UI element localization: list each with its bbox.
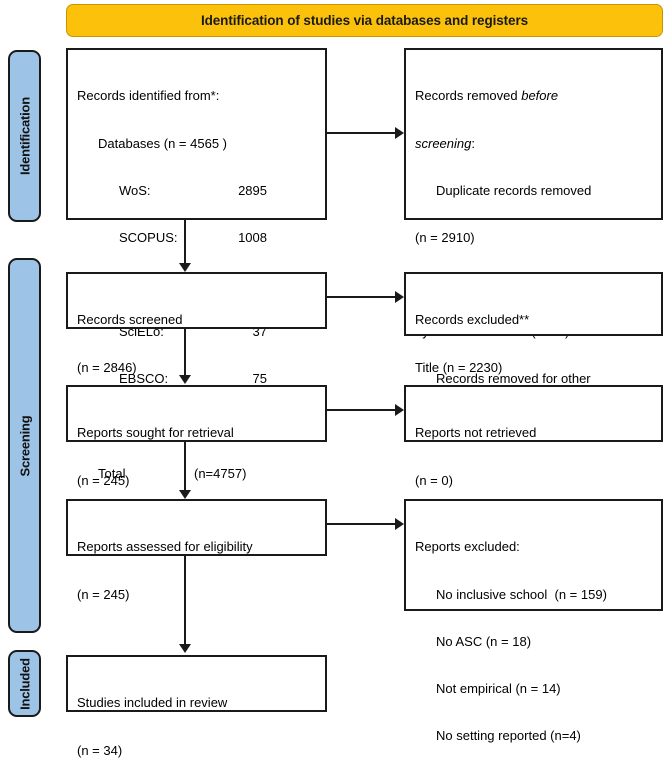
- removed-heading-emphasis-before: before: [521, 88, 559, 104]
- arrow-identified-to-removed-head: [395, 127, 404, 139]
- box-reports-sought-for-retrieval: Reports sought for retrieval (n = 245): [66, 385, 327, 488]
- arrow-screened-to-sought-line: [184, 329, 186, 377]
- records-identified-total-label: Total: [98, 465, 126, 481]
- records-screened-line1: Records screened: [77, 312, 183, 328]
- reason-not-empirical: Not empirical (n = 14): [436, 680, 561, 696]
- studies-included-line2: (n = 34): [77, 742, 123, 758]
- source-name-wos: WoS:: [119, 182, 151, 198]
- reports-sought-line1: Reports sought for retrieval: [77, 425, 234, 441]
- source-name-ebsco: EBSCO:: [119, 371, 169, 387]
- records-screened-line2: (n = 2846): [77, 359, 137, 375]
- records-identified-total-row: Total (n=4757): [77, 466, 316, 482]
- removed-heading: Records removed before: [415, 88, 652, 104]
- arrow-screened-to-excluded-line: [327, 296, 395, 298]
- arrow-assessed-to-included-line: [184, 556, 186, 646]
- source-count-scopus: 1008: [238, 229, 267, 245]
- box-reports-not-retrieved: Reports not retrieved (n = 0): [404, 385, 663, 488]
- box-studies-included-in-review: Studies included in review (n = 34): [66, 655, 327, 758]
- source-row-scopus: SCOPUS: 1008: [77, 230, 316, 246]
- arrow-sought-to-not-retrieved-head: [395, 404, 404, 416]
- reports-excluded-heading: Reports excluded:: [415, 539, 520, 555]
- arrow-identified-to-removed-line: [327, 132, 395, 134]
- arrow-screened-to-sought-head: [179, 375, 191, 384]
- reason-no-setting-reported: No setting reported (n=4): [436, 728, 581, 744]
- removed-item-duplicate-count: (n = 2910): [415, 229, 475, 245]
- diagram-banner-title: Identification of studies via databases …: [66, 4, 663, 37]
- box-records-excluded: Records excluded** Title (n = 2230) Abst…: [404, 272, 663, 422]
- source-count-wos: 2895: [238, 182, 267, 198]
- reports-assessed-line2: (n = 245): [77, 586, 130, 602]
- reason-no-inclusive-school: No inclusive school (n = 159): [436, 586, 607, 602]
- arrow-sought-to-assessed-head: [179, 490, 191, 499]
- box-records-identified: Records identified from*: Databases (n =…: [66, 48, 327, 481]
- removed-heading-emphasis-screening: screening: [415, 135, 472, 151]
- arrow-identified-to-screened-head: [179, 263, 191, 272]
- reason-no-asc: No ASC (n = 18): [436, 633, 532, 649]
- arrow-assessed-to-included-head: [179, 644, 191, 653]
- phase-label-included: Included: [17, 657, 32, 710]
- source-row-wos: WoS: 2895: [77, 183, 316, 199]
- box-records-screened: Records screened (n = 2846): [66, 272, 327, 375]
- reports-not-retrieved-line2: (n = 0): [415, 472, 453, 488]
- source-name-scopus: SCOPUS:: [119, 229, 178, 245]
- source-count-ebsco: 75: [252, 371, 267, 387]
- phase-bar-included: Included: [8, 650, 41, 717]
- source-row-ebsco: EBSCO: 75: [77, 371, 316, 387]
- arrow-assessed-to-excluded-head: [395, 518, 404, 530]
- records-identified-heading: Records identified from*:: [77, 88, 220, 104]
- studies-included-line1: Studies included in review: [77, 695, 228, 711]
- records-excluded-title: Title (n = 2230): [415, 359, 503, 375]
- phase-label-screening: Screening: [17, 414, 32, 477]
- phase-bar-identification: Identification: [8, 50, 41, 222]
- arrow-sought-to-not-retrieved-line: [327, 409, 395, 411]
- box-reports-assessed-for-eligibility: Reports assessed for eligibility (n = 24…: [66, 499, 327, 602]
- records-excluded-line1: Records excluded**: [415, 312, 530, 328]
- phase-label-identification: Identification: [17, 96, 32, 176]
- arrow-assessed-to-excluded-line: [327, 523, 395, 525]
- arrow-identified-to-screened-line: [184, 220, 186, 265]
- arrow-screened-to-excluded-head: [395, 291, 404, 303]
- reports-assessed-line1: Reports assessed for eligibility: [77, 539, 253, 555]
- arrow-sought-to-assessed-line: [184, 442, 186, 492]
- reports-not-retrieved-line1: Reports not retrieved: [415, 425, 537, 441]
- removed-heading-pre: Records removed: [415, 88, 522, 104]
- records-identified-total-value: (n=4757): [194, 465, 247, 481]
- removed-heading-colon: :: [471, 135, 475, 151]
- removed-heading-second-line: screening:: [415, 136, 652, 152]
- banner-text: Identification of studies via databases …: [200, 13, 529, 28]
- removed-item-other: Records removed for other: [436, 371, 591, 387]
- phase-bar-screening: Screening: [8, 258, 41, 633]
- box-reports-excluded: Reports excluded: No inclusive school (n…: [404, 499, 663, 743]
- records-identified-databases: Databases (n = 4565 ): [98, 135, 227, 151]
- box-records-removed-before-screening: Records removed before screening: Duplic…: [404, 48, 663, 434]
- reports-sought-line2: (n = 245): [77, 472, 130, 488]
- removed-item-duplicate: Duplicate records removed: [436, 182, 592, 198]
